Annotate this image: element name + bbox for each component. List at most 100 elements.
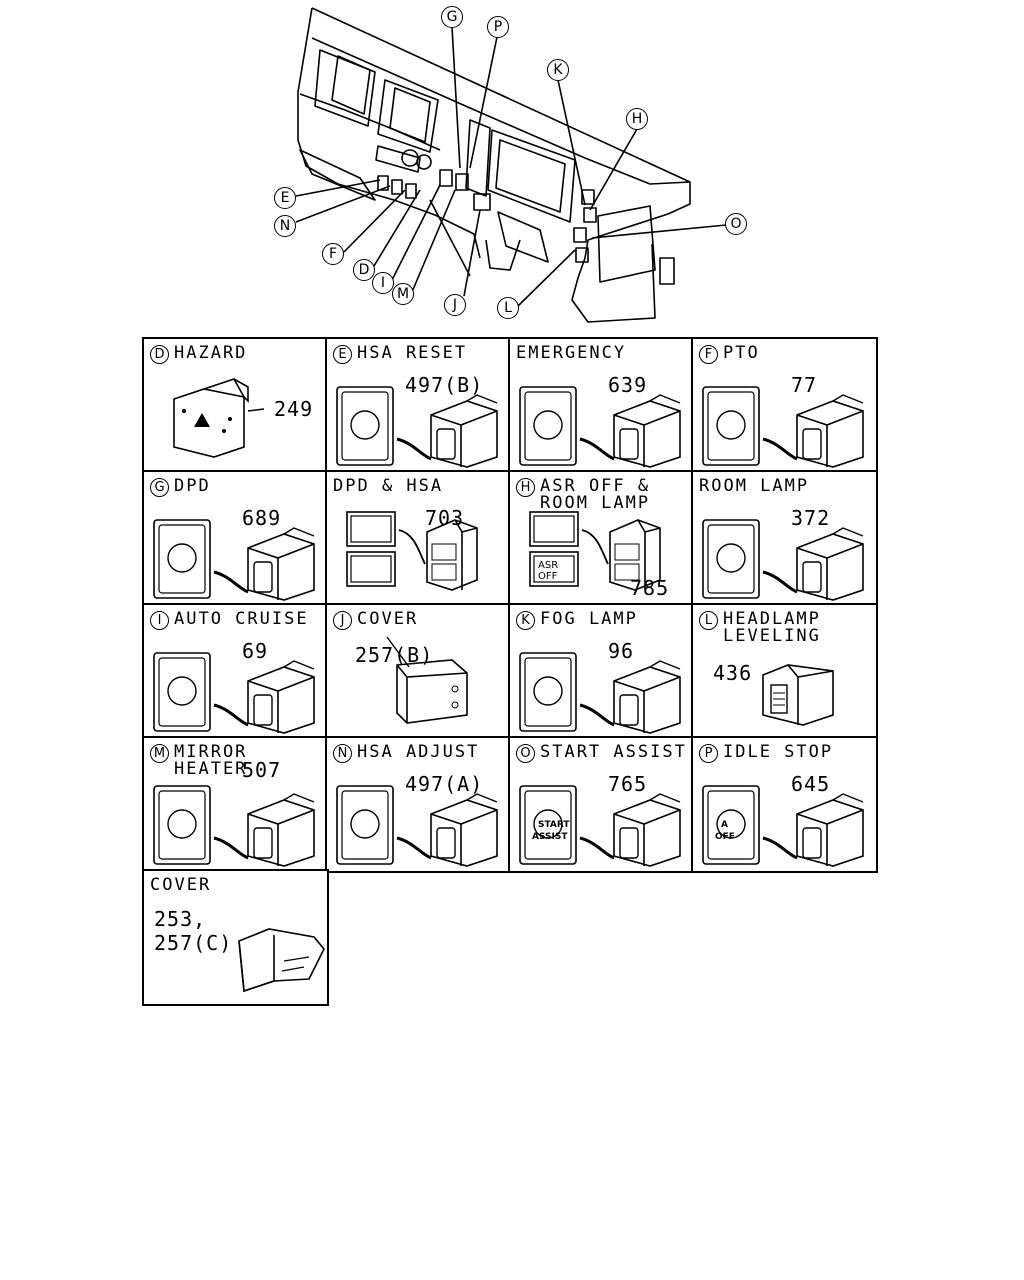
part-number: 703 bbox=[425, 506, 465, 530]
overview-callout-o: O bbox=[725, 213, 747, 235]
part-title-text: EMERGENCY bbox=[516, 343, 627, 363]
part-cell: EMERGENCY 639 bbox=[508, 337, 695, 474]
part-number: 645 bbox=[791, 772, 831, 796]
callout-letter-badge: I bbox=[150, 611, 169, 630]
part-cell: COVER 253, 257(C) bbox=[142, 869, 329, 1006]
overview-callout-p: P bbox=[487, 16, 509, 38]
overview-callout-e: E bbox=[274, 187, 296, 209]
callout-letter-badge: D bbox=[150, 345, 169, 364]
pto-symbol-icon bbox=[702, 386, 864, 468]
part-cell: J COVER 257(B) bbox=[325, 603, 512, 740]
fog-lamp-symbol-icon bbox=[519, 652, 681, 734]
faceplate-label: START bbox=[538, 820, 570, 830]
callout-letter-badge: E bbox=[333, 345, 352, 364]
part-title: ROOM LAMP bbox=[699, 478, 809, 495]
part-title: P IDLE STOP bbox=[699, 744, 833, 763]
part-number: 507 bbox=[242, 758, 282, 782]
part-number: 436 bbox=[713, 661, 753, 685]
part-title-text: COVER bbox=[150, 875, 212, 895]
part-number: 249 bbox=[274, 397, 314, 421]
overview-callout-g: G bbox=[441, 6, 463, 28]
part-title-text: START ASSIST bbox=[540, 742, 687, 762]
callout-letter-badge: L bbox=[699, 611, 718, 630]
hsa-reset-symbol-icon bbox=[336, 386, 498, 468]
faceplate-label: OFF bbox=[538, 571, 558, 582]
part-title-text: HSA RESET bbox=[357, 343, 468, 363]
part-title: DPD & HSA bbox=[333, 478, 443, 495]
callout-letter-badge: M bbox=[150, 744, 169, 763]
part-title-text: HEADLAMP LEVELING bbox=[723, 609, 821, 646]
callout-letter-badge: H bbox=[516, 478, 535, 497]
callout-letter-badge: P bbox=[699, 744, 718, 763]
faceplate-label: ASR bbox=[538, 560, 559, 571]
hsa-adjust-symbol-icon bbox=[336, 785, 498, 867]
part-title: L HEADLAMP LEVELING bbox=[699, 611, 821, 645]
part-number: 253, 257(C) bbox=[154, 907, 233, 955]
part-number: 497(A) bbox=[405, 772, 484, 796]
part-title-text: IDLE STOP bbox=[723, 742, 834, 762]
asr-off-room-lamp-icon bbox=[529, 511, 661, 591]
part-number: 77 bbox=[791, 373, 818, 397]
part-title-text: AUTO CRUISE bbox=[174, 609, 309, 629]
cover-plate-icon bbox=[386, 636, 468, 724]
part-title-text: COVER bbox=[357, 609, 419, 629]
part-title-text: ROOM LAMP bbox=[699, 476, 810, 496]
dpd-symbol-icon bbox=[153, 519, 315, 601]
part-number: 765 bbox=[608, 772, 648, 796]
part-cell: F PTO 77 bbox=[691, 337, 878, 474]
part-title-text: ASR OFF & ROOM LAMP bbox=[540, 476, 651, 513]
hazard-switch-icon bbox=[173, 378, 265, 458]
dpd-hsa-symbol-icon bbox=[346, 511, 478, 591]
part-cell: L HEADLAMP LEVELING 436 bbox=[691, 603, 878, 740]
part-number: 69 bbox=[242, 639, 269, 663]
idle-stop-symbol-icon bbox=[702, 785, 864, 867]
part-title-text: HAZARD bbox=[174, 343, 248, 363]
part-title-text: MIRROR HEATER bbox=[174, 742, 248, 779]
part-cell: D HAZARD 249 bbox=[142, 337, 329, 474]
overview-callout-h: H bbox=[626, 108, 648, 130]
mirror-heater-symbol-icon bbox=[153, 785, 315, 867]
part-title: N HSA ADJUST bbox=[333, 744, 479, 763]
callout-letter-badge: F bbox=[699, 345, 718, 364]
part-title-text: PTO bbox=[723, 343, 760, 363]
start-assist-symbol-icon bbox=[519, 785, 681, 867]
part-number: 96 bbox=[608, 639, 635, 663]
overview-callout-i: I bbox=[372, 272, 394, 294]
overview-callout-m: M bbox=[392, 283, 414, 305]
part-title: D HAZARD bbox=[150, 345, 247, 364]
overview-callout-j: J bbox=[444, 294, 466, 316]
part-cell: I AUTO CRUISE 69 bbox=[142, 603, 329, 740]
part-number: 257(B) bbox=[355, 643, 434, 667]
overview-callout-n: N bbox=[274, 215, 296, 237]
part-number: 785 bbox=[630, 576, 670, 600]
overview-callout-l: L bbox=[497, 297, 519, 319]
faceplate-label: OFF bbox=[715, 832, 735, 842]
part-title: I AUTO CRUISE bbox=[150, 611, 309, 630]
part-title-text: HSA ADJUST bbox=[357, 742, 480, 762]
callout-letter-badge: N bbox=[333, 744, 352, 763]
auto-cruise-symbol-icon bbox=[153, 652, 315, 734]
part-title: COVER bbox=[150, 877, 211, 894]
part-title: F PTO bbox=[699, 345, 760, 364]
callout-letter-badge: J bbox=[333, 611, 352, 630]
part-cell: N HSA ADJUST 497(A) bbox=[325, 736, 512, 873]
overview-callout-d: D bbox=[353, 259, 375, 281]
part-number: 639 bbox=[608, 373, 648, 397]
part-title: J COVER bbox=[333, 611, 418, 630]
part-title: E HSA RESET bbox=[333, 345, 467, 364]
room-lamp-symbol-icon bbox=[702, 519, 864, 601]
faceplate-label: A bbox=[721, 820, 728, 830]
dashboard-overview-diagram bbox=[295, 7, 727, 323]
part-number: 372 bbox=[791, 506, 831, 530]
emergency-symbol-icon bbox=[519, 386, 681, 468]
part-title: EMERGENCY bbox=[516, 345, 626, 362]
